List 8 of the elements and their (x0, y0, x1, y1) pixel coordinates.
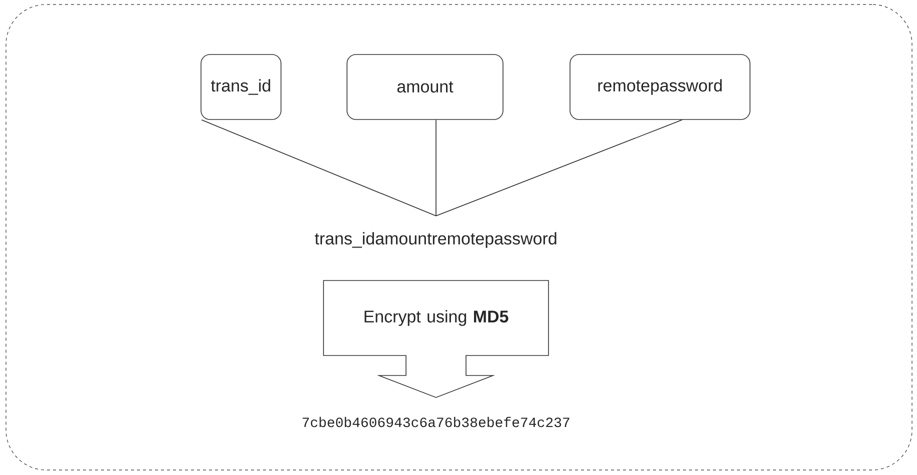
dashed-frame (6, 4, 912, 470)
rounded-box: remotepassword (570, 54, 750, 120)
connector-line (201, 120, 436, 216)
rounded-box: trans_id (200, 54, 282, 120)
text-label: trans_idamountremotepassword (314, 232, 556, 248)
hash-text: 7cbe0b4606943c6a76b38ebefe74c237 (302, 416, 570, 428)
connector-line (436, 120, 682, 216)
rounded-box: amount (346, 54, 504, 120)
